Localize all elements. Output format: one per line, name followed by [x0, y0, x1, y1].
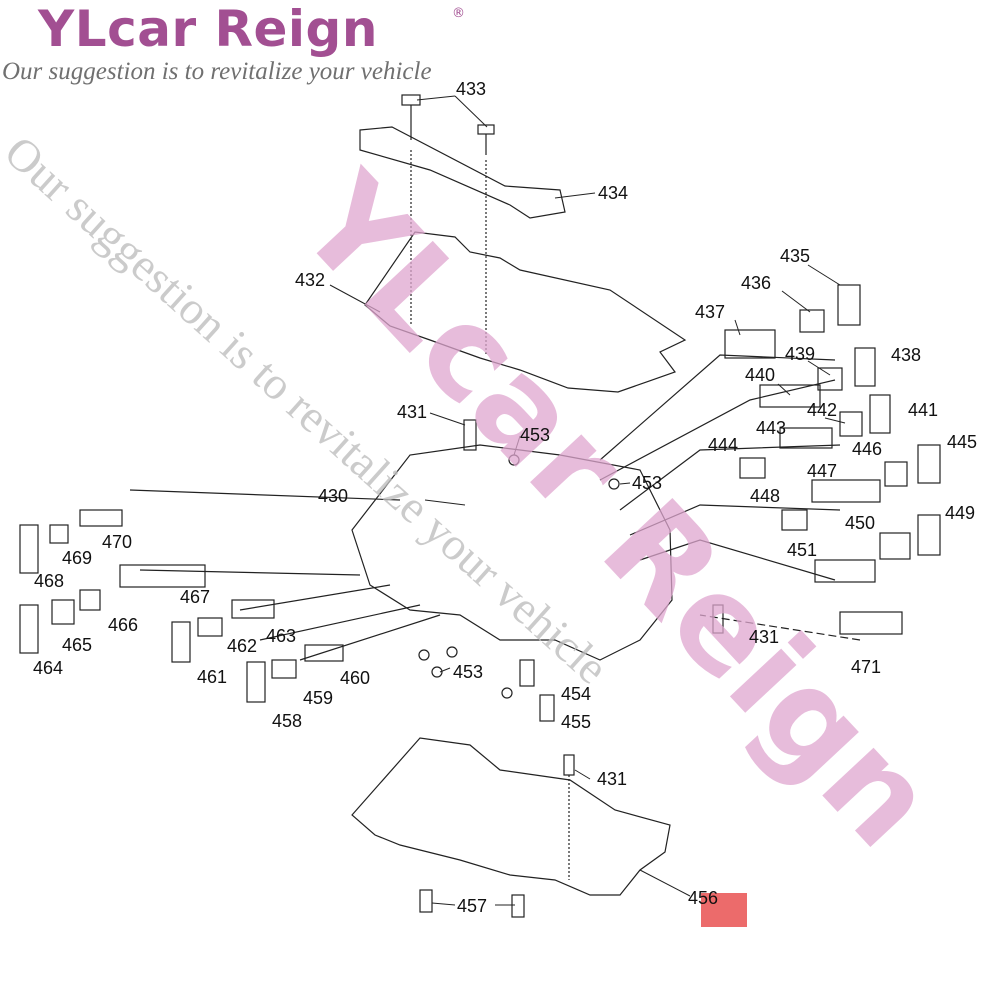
- spring-454: [519, 659, 535, 687]
- callout-431-bottom: 431: [597, 769, 628, 789]
- callout-leaders: [329, 95, 846, 906]
- callout-442: 442: [807, 400, 838, 420]
- valve-463: [231, 599, 275, 619]
- callout-453-top: 453: [520, 425, 551, 445]
- plug-465: [51, 599, 75, 625]
- callout-458: 458: [272, 711, 303, 731]
- callout-456: 456: [688, 888, 719, 908]
- spring-466: [79, 589, 101, 611]
- highlight-box: [701, 893, 747, 927]
- retainer-445: [917, 444, 941, 484]
- callout-449: 449: [945, 503, 976, 523]
- retainer-441: [869, 394, 891, 434]
- retainer-468: [19, 524, 39, 574]
- callout-468: 468: [34, 571, 65, 591]
- spring-450: [879, 532, 911, 560]
- spring-444: [739, 457, 766, 479]
- valve-437: [724, 329, 776, 359]
- spring-439: [817, 367, 843, 391]
- retainer-438: [854, 347, 876, 387]
- callout-438: 438: [891, 345, 922, 365]
- retainer-449: [917, 514, 941, 556]
- callout-469: 469: [62, 548, 93, 568]
- callout-464: 464: [33, 658, 64, 678]
- callout-465: 465: [62, 635, 93, 655]
- brand-tagline: Our suggestion is to revitalize your veh…: [2, 58, 432, 85]
- plug-446: [884, 461, 908, 487]
- callout-459: 459: [303, 688, 334, 708]
- callout-441: 441: [908, 400, 939, 420]
- callout-440: 440: [745, 365, 776, 385]
- callout-455: 455: [561, 712, 592, 732]
- lower-plate-456: [351, 737, 671, 896]
- spring-455: [539, 694, 555, 722]
- callout-453-low: 453: [453, 662, 484, 682]
- retainer-458: [246, 661, 266, 703]
- callout-433: 433: [456, 79, 487, 99]
- callout-444: 444: [708, 435, 739, 455]
- callout-466: 466: [108, 615, 139, 635]
- callout-434: 434: [598, 183, 629, 203]
- callout-454: 454: [561, 684, 592, 704]
- callout-470: 470: [102, 532, 133, 552]
- callout-450: 450: [845, 513, 876, 533]
- callout-463: 463: [266, 626, 297, 646]
- callout-461: 461: [197, 667, 228, 687]
- valve-443: [779, 427, 833, 449]
- spring-459: [271, 659, 297, 679]
- valve-447: [811, 479, 881, 503]
- callout-443: 443: [756, 418, 787, 438]
- callout-462: 462: [227, 636, 258, 656]
- callout-445: 445: [947, 432, 978, 452]
- callout-435: 435: [780, 246, 811, 266]
- callout-437: 437: [695, 302, 726, 322]
- valve-451: [814, 559, 876, 583]
- plate-434: [359, 126, 566, 219]
- bolt-457b: [511, 894, 525, 918]
- registered-mark: ®: [452, 6, 465, 21]
- callout-467: 467: [180, 587, 211, 607]
- plug-442: [839, 411, 863, 437]
- pin-431-top: [463, 419, 477, 451]
- callout-451: 451: [787, 540, 818, 560]
- bolt-457a: [419, 889, 433, 913]
- separator-plate-432: [364, 231, 687, 393]
- pin-431-bottom: [563, 754, 575, 776]
- callout-432: 432: [295, 270, 326, 290]
- callout-471: 471: [851, 657, 882, 677]
- callout-453-mid: 453: [632, 473, 663, 493]
- spring-469: [49, 524, 69, 544]
- retainer-464: [19, 604, 39, 654]
- valve-471: [839, 611, 903, 635]
- callout-431-right: 431: [749, 627, 780, 647]
- callout-446: 446: [852, 439, 883, 459]
- valve-body-430: [351, 444, 673, 661]
- callout-447: 447: [807, 461, 838, 481]
- spring-436: [799, 309, 825, 333]
- valve-467: [119, 564, 206, 588]
- spring-448: [781, 509, 808, 531]
- brand-logo: YLcar Reign: [38, 0, 378, 58]
- retainer-461: [171, 621, 191, 663]
- callout-448: 448: [750, 486, 781, 506]
- callout-431-top: 431: [397, 402, 428, 422]
- valve-440: [759, 384, 821, 408]
- callout-457: 457: [457, 896, 488, 916]
- callout-460: 460: [340, 668, 371, 688]
- callout-430: 430: [318, 486, 349, 506]
- valve-460: [304, 644, 344, 662]
- spring-462: [197, 617, 223, 637]
- retainer-435: [837, 284, 861, 326]
- callout-436: 436: [741, 273, 772, 293]
- plug-470: [79, 509, 123, 527]
- callout-439: 439: [785, 344, 816, 364]
